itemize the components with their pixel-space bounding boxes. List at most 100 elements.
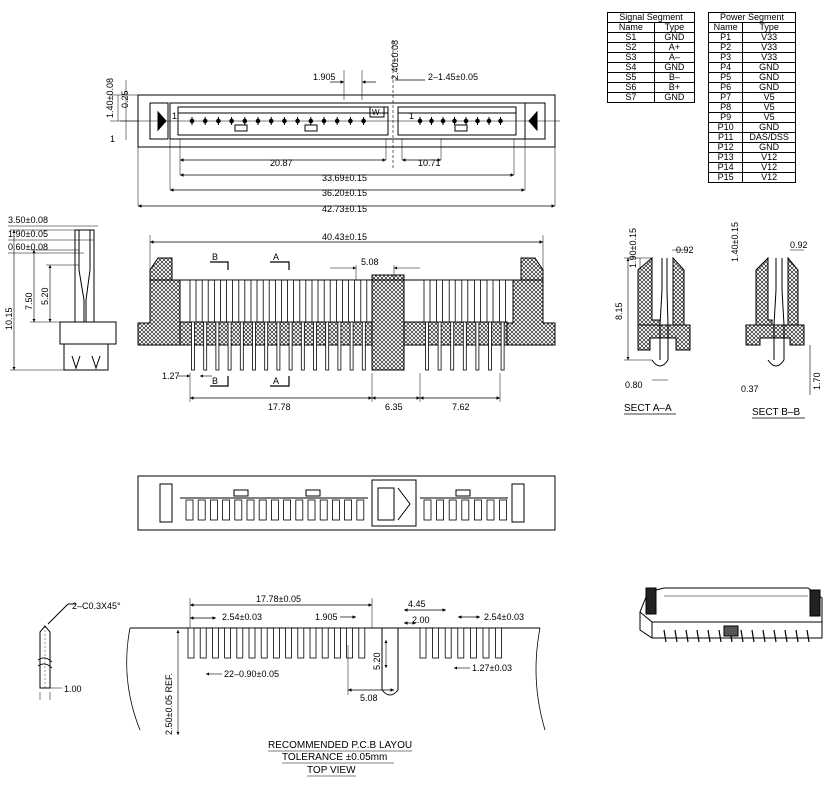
pcb-pad (236, 627, 244, 659)
contact-pin (238, 279, 246, 323)
pin-tail (425, 321, 429, 371)
pin-tail (337, 321, 342, 371)
bottom-pin (436, 499, 445, 521)
dim-pcb-17-78: 17.78±0.05 (256, 594, 301, 604)
pin-tail (462, 321, 467, 371)
pin-tail (264, 321, 269, 371)
pcb-pad (272, 627, 280, 659)
iso-pin (696, 629, 700, 643)
pcb-pad (419, 627, 427, 659)
dim-sa-8-15: 8.15 (614, 302, 624, 320)
pcb-title-line3: TOP VIEW (307, 765, 356, 776)
pcb-pad (346, 627, 354, 659)
bottom-pin (258, 499, 267, 521)
contact-pin (348, 279, 356, 323)
sect-b-b-title: SECT B–B (752, 407, 800, 418)
dim-top-2-40: 2.40±0.08 (390, 40, 400, 80)
isometric-view (639, 587, 823, 643)
dim-pcb-1-905: 1.905 (315, 612, 338, 622)
dim-pcb-5-20: 5.20 (372, 652, 382, 670)
bottom-pin (331, 499, 340, 521)
dim-sb-0-92: 0.92 (790, 240, 808, 250)
dim-pcb-5-08: 5.08 (360, 693, 378, 703)
dim-front-17-78: 17.78 (268, 402, 291, 412)
pin-tail (325, 321, 330, 371)
dim-sa-0-80: 0.80 (625, 380, 643, 390)
pcb-pad (358, 627, 366, 659)
top-view (110, 40, 560, 208)
dim-pcb-2-54a: 2.54±0.03 (222, 612, 262, 622)
iso-pin (773, 629, 777, 643)
contact-pin (448, 279, 456, 323)
section-b-bottom: B (212, 376, 218, 386)
pcb-pad (187, 627, 195, 659)
bottom-pin (344, 499, 353, 521)
dim-side-0-60: 0.60±0.08 (8, 242, 48, 252)
dim-pcb-chamfer: 2–C0.3X45° (72, 601, 121, 611)
bottom-pin (486, 499, 495, 521)
side-view (8, 225, 117, 371)
pin-tail (300, 321, 305, 371)
iso-pin (707, 629, 711, 643)
pin-tail (488, 321, 492, 371)
pcb-pad (469, 627, 477, 659)
iso-pin (740, 629, 744, 643)
pin-tail (450, 321, 455, 371)
pin-tail (475, 321, 480, 371)
dim-pcb-2-50: 2.50±0.05 REF. (164, 673, 174, 735)
power-type-cell: V12 (742, 172, 796, 183)
dim-sb-1-70: 1.70 (812, 372, 822, 390)
dim-sb-1-40: 1.40±0.15 (730, 222, 740, 262)
iso-pin (663, 629, 667, 643)
pcb-pad (248, 627, 256, 659)
bottom-pin (209, 499, 218, 521)
contact-pin (226, 279, 234, 323)
pcb-pad (432, 627, 440, 659)
section-a-a (624, 249, 691, 381)
contact-pin (213, 279, 221, 323)
pcb-pad (260, 627, 268, 659)
dim-side-3-50: 3.50±0.08 (8, 215, 48, 225)
dim-pcb-2-54b: 2.54±0.03 (484, 612, 524, 622)
pcb-pad (482, 627, 490, 659)
pin-tail (288, 321, 293, 371)
section-a-a-labels: 1.90±0.15 0.92 8.15 0.80 SECT A–A (614, 228, 694, 415)
power-name-cell: P15 (707, 172, 744, 183)
iso-pin (751, 629, 755, 643)
pcb-pad (224, 627, 232, 659)
contact-pin (189, 279, 197, 323)
pin-tail (276, 321, 281, 371)
pcb-pad (333, 627, 341, 659)
dim-top-10-71: 10.71 (418, 158, 441, 168)
contact-pin (311, 279, 319, 323)
dim-side-10-15: 10.15 (4, 307, 14, 330)
contact-pin (262, 279, 270, 323)
pin-tail (203, 321, 208, 371)
dim-side-5-20: 5.20 (40, 287, 50, 305)
bottom-pin (356, 499, 365, 521)
pcb-pad (285, 627, 293, 659)
pcb-pad (211, 627, 219, 659)
iso-pin (806, 629, 810, 643)
dim-pcb-2-00: 2.00 (412, 615, 430, 625)
contact-pin (201, 279, 209, 323)
bottom-pin (319, 499, 328, 521)
pcb-pad (495, 627, 503, 659)
contact-pin (335, 279, 343, 323)
dim-sa-0-92: 0.92 (676, 245, 694, 255)
bottom-pin (185, 499, 194, 521)
pin-tail (349, 321, 354, 371)
pin-tail (361, 321, 366, 371)
dim-top-0-25: 0.25 (120, 90, 130, 108)
dim-pcb-1-00: 1.00 (64, 684, 82, 694)
bottom-pin (197, 499, 206, 521)
dim-front-1-27: 1.27 (162, 371, 180, 381)
dim-top-20-87: 20.87 (270, 158, 293, 168)
pin-tail (239, 321, 244, 371)
pin-tail (215, 321, 220, 371)
dim-top-1-905: 1.905 (313, 72, 336, 82)
pin-1-label-c: 1 (409, 111, 414, 121)
pcb-title-line1: RECOMMENDED P.C.B LAYOU (268, 740, 412, 751)
